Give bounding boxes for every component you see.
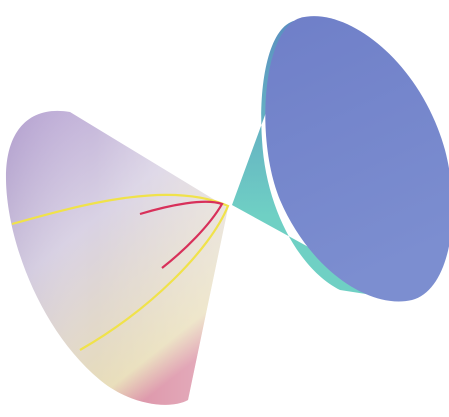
conic-curves <box>11 193 230 351</box>
right-cone-face <box>265 16 449 302</box>
red-curve <box>139 200 224 269</box>
left-cone <box>5 110 229 405</box>
left-cone-shading <box>5 110 229 405</box>
yellow-curve <box>11 193 230 351</box>
right-cone <box>232 16 449 302</box>
